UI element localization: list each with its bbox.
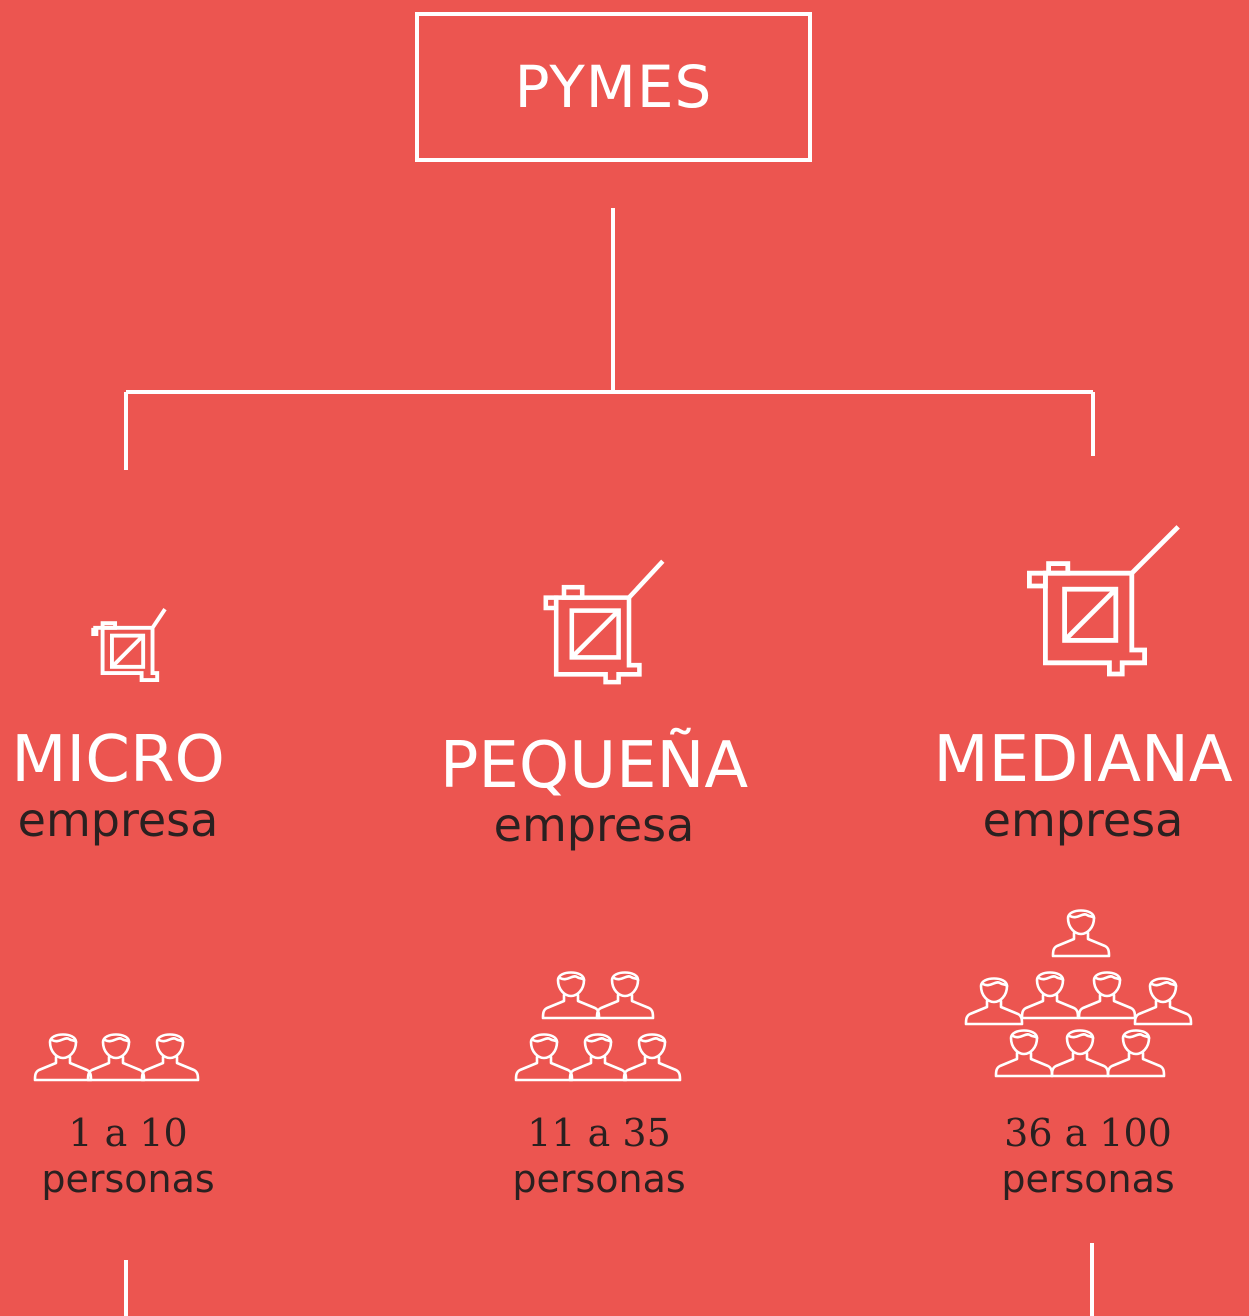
- person-icon: [1133, 977, 1193, 1026]
- category-subtitle-micro: empresa: [17, 793, 219, 847]
- category-range-pequena: 11 a 35: [527, 1111, 671, 1155]
- category-title-micro: MICRO: [11, 723, 225, 797]
- person-icon: [994, 1029, 1054, 1078]
- category-title-pequena: PEQUEÑA: [439, 729, 749, 803]
- category-unit-micro: personas: [41, 1157, 215, 1201]
- category-unit-mediana: personas: [1001, 1157, 1175, 1201]
- person-icon: [622, 1033, 682, 1082]
- person-icon: [33, 1033, 93, 1082]
- person-icon: [1051, 909, 1111, 958]
- person-icon: [568, 1033, 628, 1082]
- person-icon: [1077, 971, 1137, 1020]
- category-title-mediana: MEDIANA: [933, 723, 1233, 797]
- person-icon: [514, 1033, 574, 1082]
- person-icon: [1050, 1029, 1110, 1078]
- crop-icon: [543, 559, 665, 685]
- person-icon: [140, 1033, 200, 1082]
- crop-icon: [1027, 525, 1180, 677]
- root-node-label: PYMES: [514, 53, 713, 121]
- person-icon: [541, 971, 601, 1020]
- person-icon: [86, 1033, 146, 1082]
- category-range-mediana: 36 a 100: [1004, 1111, 1172, 1155]
- person-icon: [595, 971, 655, 1020]
- root-node-pymes: PYMES: [415, 12, 812, 162]
- person-icon: [1106, 1029, 1166, 1078]
- person-icon: [1020, 971, 1080, 1020]
- category-subtitle-pequena: empresa: [493, 798, 695, 852]
- category-range-micro: 1 a 10: [68, 1111, 188, 1155]
- crop-icon: [91, 608, 167, 683]
- person-icon: [964, 977, 1024, 1026]
- category-unit-pequena: personas: [512, 1157, 686, 1201]
- category-subtitle-mediana: empresa: [982, 793, 1184, 847]
